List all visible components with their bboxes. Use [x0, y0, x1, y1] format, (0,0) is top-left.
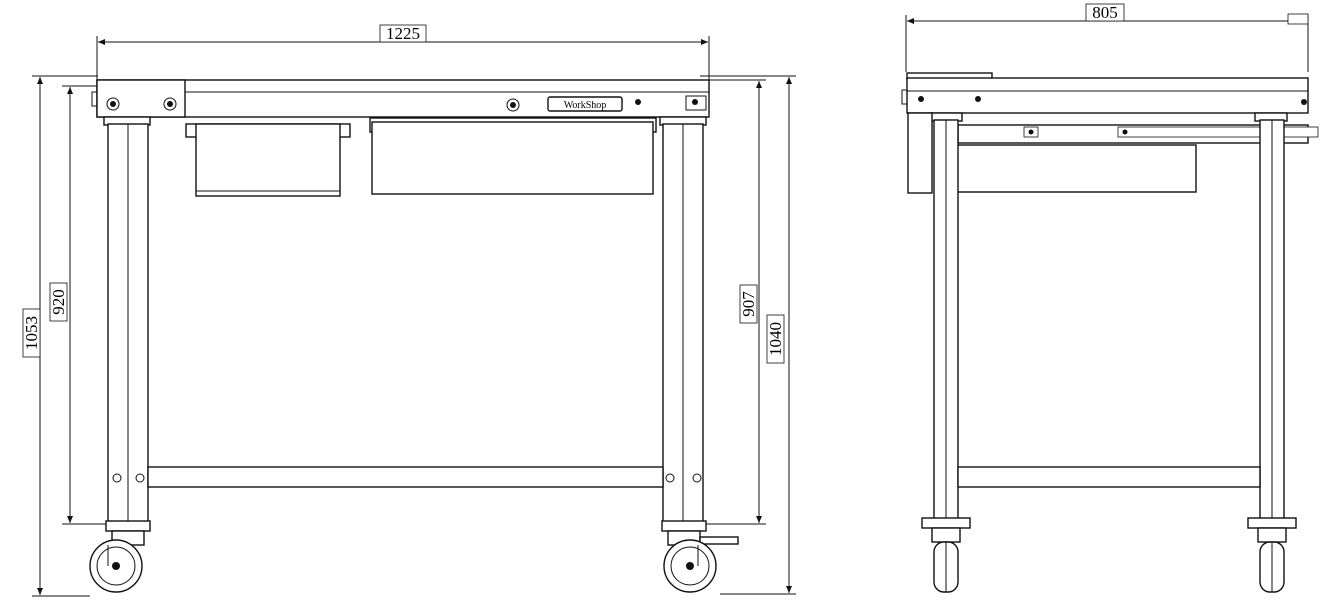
front-view: 1225 1053 920 907	[22, 24, 796, 597]
dimension-width: 1225	[96, 24, 710, 80]
right-inner-label: 907	[739, 291, 758, 317]
side-bottom-stretcher	[957, 466, 1261, 488]
drawer-left	[185, 123, 351, 197]
leg-left	[107, 123, 149, 523]
side-view: 805	[901, 3, 1319, 593]
depth-label: 805	[1092, 3, 1118, 22]
leg-right	[662, 123, 704, 523]
right-outer-label: 1040	[766, 322, 785, 356]
table-top: WorkShop	[91, 79, 710, 126]
side-caster-front	[921, 517, 971, 593]
dimension-right-inner: 907	[700, 79, 766, 525]
dimension-right-outer: 1040	[700, 75, 796, 595]
dimension-depth: 805	[905, 3, 1309, 72]
caster-right	[661, 520, 739, 593]
side-drawer	[907, 112, 1319, 194]
height-inner-label: 920	[49, 289, 68, 315]
bottom-stretcher	[147, 466, 664, 488]
brand-logo: WorkShop	[564, 100, 607, 111]
side-leg-back	[1259, 119, 1285, 523]
dimension-height-outer: 1053	[22, 75, 98, 597]
caster-left	[89, 520, 151, 593]
width-label: 1225	[386, 24, 420, 43]
side-caster-back	[1247, 517, 1297, 593]
drawer-right	[369, 117, 657, 195]
dimension-height-inner: 920	[49, 85, 110, 525]
side-table-top	[901, 72, 1309, 122]
side-leg-front	[933, 119, 959, 523]
height-outer-label: 1053	[22, 316, 41, 350]
